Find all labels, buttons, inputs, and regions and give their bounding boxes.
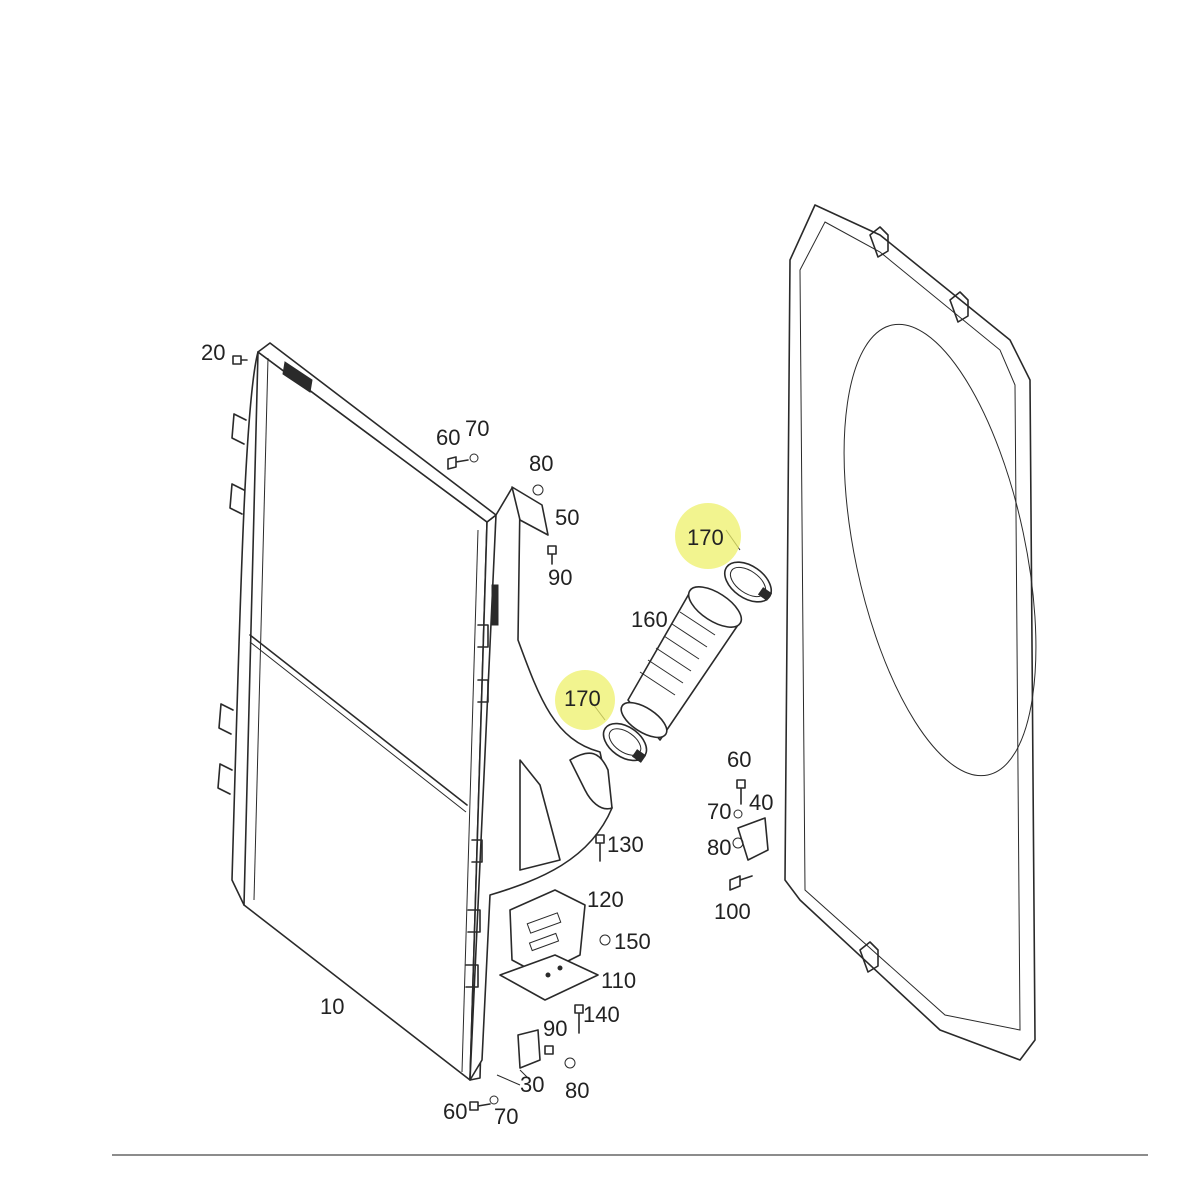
callout-40: 40	[749, 790, 773, 815]
callout-170-upper: 170	[687, 525, 724, 550]
callout-80-bottom: 80	[565, 1078, 589, 1103]
callout-130: 130	[607, 832, 644, 857]
callout-100: 100	[714, 899, 751, 924]
callout-90-bottom: 90	[543, 1016, 567, 1041]
callout-60-top: 60	[436, 425, 460, 450]
hose-end-upper	[687, 586, 743, 628]
fasteners	[232, 355, 753, 1111]
callout-140: 140	[583, 1002, 620, 1027]
callout-60-right: 60	[727, 747, 751, 772]
nut-150	[599, 934, 611, 946]
bolt-140	[574, 1004, 584, 1034]
nut-80-right	[732, 837, 744, 849]
fan-shroud-clips	[859, 226, 969, 973]
callout-170-lower: 170	[564, 686, 601, 711]
clamp-upper	[724, 561, 773, 603]
bolt-90-bottom	[544, 1045, 554, 1055]
callout-70-bottom: 70	[494, 1104, 518, 1129]
callout-160: 160	[631, 607, 668, 632]
callout-150: 150	[614, 929, 651, 954]
callout-60-bottom: 60	[443, 1099, 467, 1124]
pipe-outlet	[569, 752, 613, 810]
callout-70-top: 70	[465, 416, 489, 441]
hose-ribs	[639, 611, 716, 696]
radiator-left-edge	[231, 351, 259, 906]
radiator-front-face	[243, 351, 488, 1081]
bolt-130	[595, 834, 605, 862]
bolt-60-bottom	[469, 1101, 491, 1111]
callout-10: 10	[320, 994, 344, 1019]
callout-80-right: 80	[707, 835, 731, 860]
radiator-mount-tabs	[217, 413, 247, 795]
bolt-60-right	[736, 779, 746, 805]
plate-110	[499, 954, 599, 1001]
washer-70-right	[733, 809, 743, 819]
callout-20: 20	[201, 340, 225, 365]
nut-80-bottom	[564, 1057, 576, 1069]
hose-end-lower	[620, 701, 668, 739]
bolt-60-top	[447, 456, 469, 470]
radiator-seam	[249, 634, 468, 806]
bolt-20	[232, 355, 248, 365]
nut-80-top	[532, 484, 544, 496]
callout-30: 30	[520, 1072, 544, 1097]
fan-shroud-outline	[784, 204, 1036, 1061]
callout-80-top: 80	[529, 451, 553, 476]
plate-120	[509, 889, 586, 976]
fan-shroud	[784, 204, 1037, 1061]
callout-50: 50	[555, 505, 579, 530]
callout-70-right: 70	[707, 799, 731, 824]
washer-70-top	[469, 453, 479, 463]
fan-opening	[843, 323, 1037, 777]
side-bracket-clips	[465, 624, 489, 988]
radiator-inner-frame	[253, 357, 269, 901]
hose	[620, 586, 743, 741]
callout-90-top: 90	[548, 565, 572, 590]
side-bracket-label	[491, 584, 499, 626]
radiator-seam	[249, 641, 467, 813]
leader-lines	[496, 529, 741, 1086]
bracket-40	[737, 817, 769, 861]
highlight-170-lower	[555, 670, 615, 730]
radiator	[217, 342, 497, 1081]
radiator-label-plate	[282, 361, 313, 393]
bolt-90-top	[547, 545, 557, 565]
clamp-lower	[602, 722, 648, 763]
bracket-50	[511, 486, 549, 536]
callout-120: 120	[587, 887, 624, 912]
fan-shroud-inner	[799, 221, 1021, 1031]
bracket-30	[517, 1029, 541, 1069]
side-bracket-gusset	[519, 759, 561, 871]
bolt-100	[729, 875, 753, 891]
callout-110: 110	[601, 968, 636, 993]
radiator-inner-frame	[461, 529, 479, 1073]
highlight-170-upper	[675, 503, 741, 569]
washer-70-bottom	[489, 1095, 499, 1105]
